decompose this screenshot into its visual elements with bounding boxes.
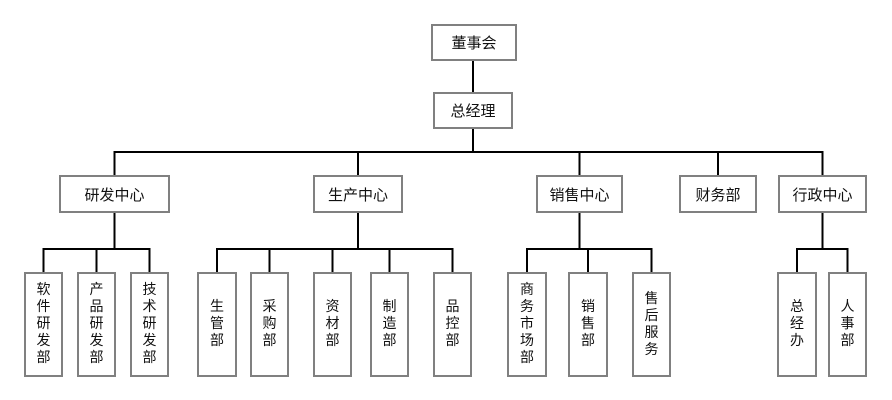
org-node-label: 人事部 <box>840 299 855 349</box>
org-node-hr-dept: 人事部 <box>828 272 867 377</box>
org-node-after-sales-service: 售后服务 <box>632 272 671 377</box>
org-node-manufacturing-dept: 制造部 <box>370 272 409 377</box>
org-node-admin-center: 行政中心 <box>778 175 867 213</box>
org-node-label: 采购部 <box>262 299 277 349</box>
org-node-label: 商务市场部 <box>520 282 534 366</box>
org-node-gm-office: 总经办 <box>777 272 817 377</box>
org-node-label: 制造部 <box>382 299 397 349</box>
org-node-production-mgmt-dept: 生管部 <box>197 272 237 377</box>
org-node-label: 软件研发部 <box>36 282 51 366</box>
org-node-label: 售后服务 <box>644 290 659 358</box>
org-node-purchasing-dept: 采购部 <box>250 272 289 377</box>
org-node-finance-dept: 财务部 <box>679 175 757 213</box>
org-node-software-rd-dept: 软件研发部 <box>24 272 63 377</box>
org-node-rd-center: 研发中心 <box>59 175 170 213</box>
org-node-sales-dept: 销售部 <box>568 272 608 377</box>
org-node-general-manager: 总经理 <box>433 92 513 129</box>
org-node-production-center: 生产中心 <box>313 175 403 213</box>
org-node-business-marketing-dept: 商务市场部 <box>507 272 547 377</box>
org-node-label: 品控部 <box>445 299 460 349</box>
org-node-board-of-directors: 董事会 <box>431 24 517 61</box>
org-node-materials-dept: 资材部 <box>313 272 352 377</box>
org-node-label: 总经办 <box>790 299 804 349</box>
org-node-product-rd-dept: 产品研发部 <box>77 272 116 377</box>
org-node-technology-rd-dept: 技术研发部 <box>130 272 169 377</box>
org-node-label: 资材部 <box>325 299 340 349</box>
org-node-label: 产品研发部 <box>89 282 104 366</box>
org-node-label: 生管部 <box>210 299 224 349</box>
org-node-sales-center: 销售中心 <box>536 175 623 213</box>
org-node-label: 技术研发部 <box>142 282 157 366</box>
org-node-label: 销售部 <box>581 299 595 349</box>
org-node-quality-control-dept: 品控部 <box>433 272 472 377</box>
